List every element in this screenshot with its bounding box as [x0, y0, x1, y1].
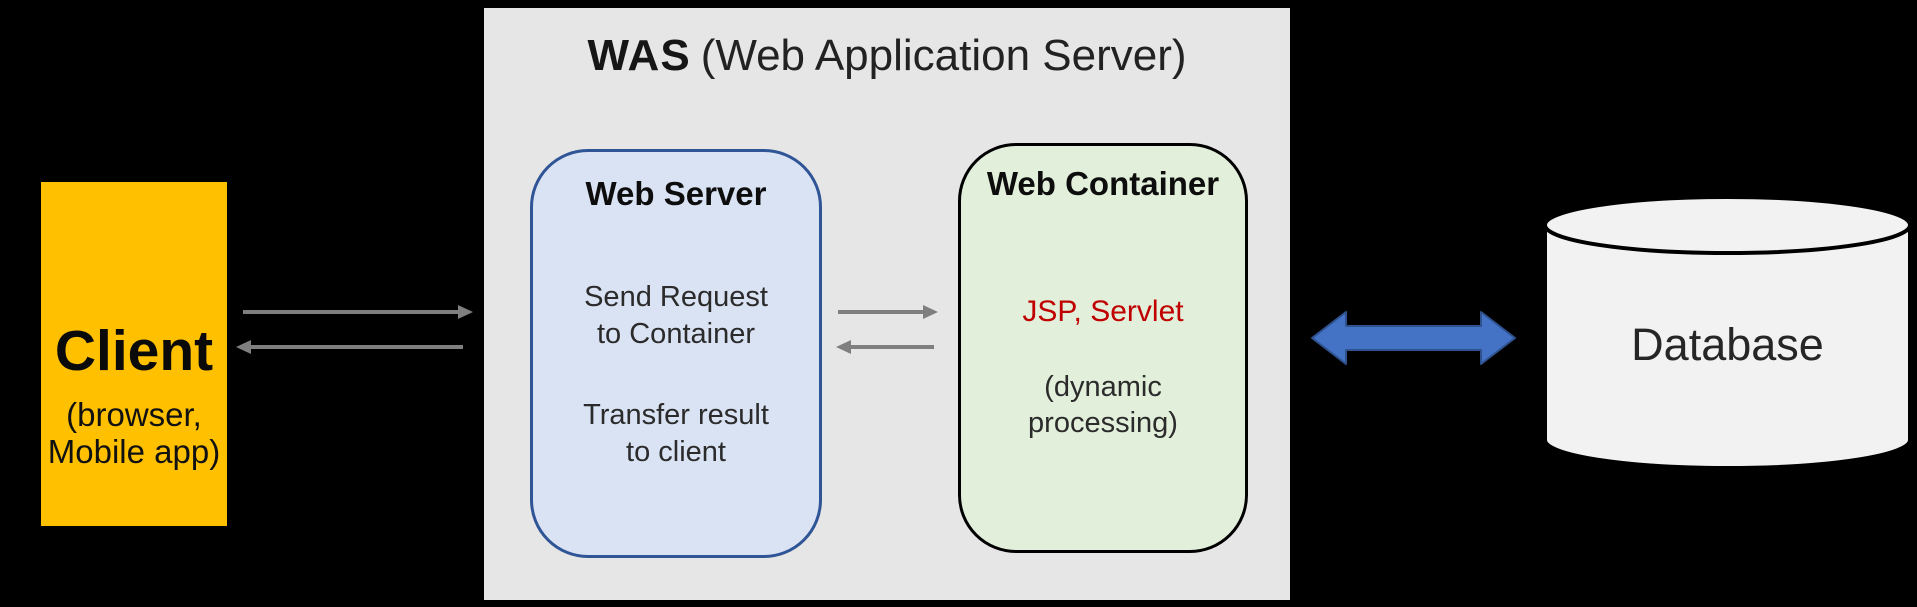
web-container-title: Web Container: [986, 165, 1220, 202]
client-subtitle: (browser, Mobile app): [31, 396, 237, 470]
jsp-servlet-label: JSP, Servlet: [1022, 295, 1184, 328]
arrow-server-to-container-shaft: [838, 310, 926, 314]
note-line: Send Request: [584, 281, 768, 313]
note-line: to client: [626, 436, 726, 468]
web-server-note-transfer: Transfer result to client: [533, 397, 819, 471]
note-line: to Container: [597, 318, 755, 350]
arrow-was-to-client-shaft: [250, 345, 463, 349]
arrow-was-to-client-head-icon: [236, 340, 251, 354]
web-server-box: Web Server Send Request to Container Tra…: [530, 149, 822, 558]
client-subtitle-line: (browser,: [66, 396, 202, 433]
was-title-abbrev: WAS: [587, 31, 691, 80]
dynamic-processing-note: (dynamic processing): [961, 369, 1245, 441]
database-cylinder-top: [1543, 195, 1912, 255]
note-line: (dynamic: [1044, 371, 1162, 403]
note-line: processing): [1028, 407, 1178, 439]
database-cylinder-body: [1543, 225, 1912, 470]
arrow-client-to-was-shaft: [243, 310, 461, 314]
was-title-full: (Web Application Server): [700, 31, 1187, 80]
note-line: Transfer result: [583, 399, 769, 431]
client-subtitle-line: Mobile app): [47, 433, 221, 470]
bidirectional-arrow-shape: [1311, 311, 1516, 365]
client-title: Client: [54, 319, 214, 383]
web-server-note-request: Send Request to Container: [533, 279, 819, 353]
database-cylinder-icon: [1543, 195, 1912, 470]
arrow-server-to-container-head-icon: [923, 305, 938, 319]
database-label: Database: [1631, 319, 1824, 370]
bidirectional-arrow-icon: [1311, 311, 1516, 365]
arrow-client-to-was-head-icon: [458, 305, 473, 319]
was-title: WAS(Web Application Server): [484, 30, 1290, 82]
client-box: Client (browser, Mobile app): [41, 182, 227, 526]
web-container-box: Web Container JSP, Servlet (dynamic proc…: [958, 143, 1248, 553]
arrow-container-to-server-head-icon: [836, 340, 851, 354]
arrow-container-to-server-shaft: [850, 345, 934, 349]
web-server-title: Web Server: [585, 175, 767, 212]
